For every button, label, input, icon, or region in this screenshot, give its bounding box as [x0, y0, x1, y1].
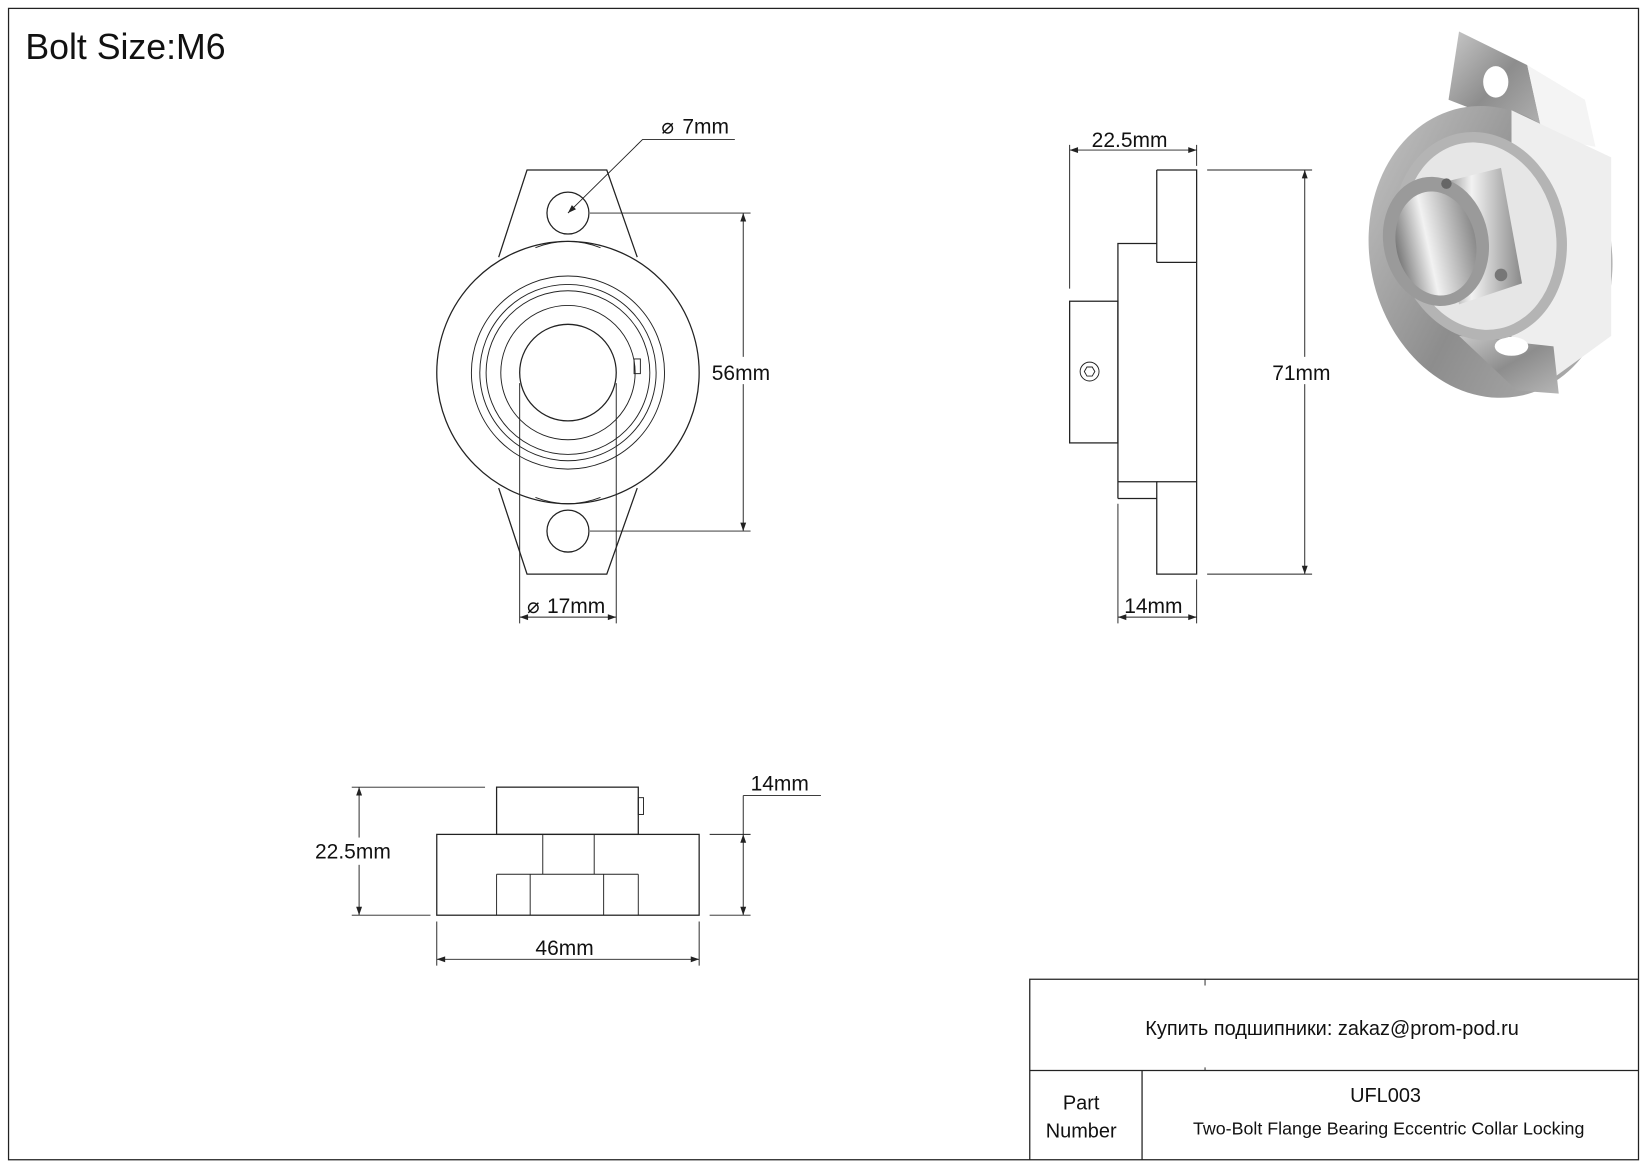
part-label-line2: Number: [1046, 1121, 1117, 1143]
contact-text: Купить подшипники: zakaz@prom-pod.ru: [1145, 1018, 1519, 1040]
collar: [495, 786, 639, 836]
part-number: UFL003: [1350, 1085, 1421, 1107]
isometric-render: [1368, 31, 1613, 398]
bottom-flange-dimension: 14mm: [751, 772, 809, 795]
top-ear-outline: [498, 169, 638, 258]
flange-outline: [436, 240, 700, 505]
side-width-dimension: 22.5mm: [1092, 129, 1168, 152]
part-label-line1: Part: [1063, 1092, 1100, 1114]
bottom-width-dimension: 22.5mm: [315, 841, 391, 864]
bolt-spacing-dimension: 56mm: [712, 362, 770, 385]
set-screw: [633, 358, 641, 375]
collar: [1069, 300, 1119, 444]
side-view: 22.5mm 71mm 14mm: [1069, 129, 1340, 624]
hole-diameter-symbol: ⌀: [661, 115, 674, 138]
bolt-hole-top: [546, 191, 590, 235]
base: [436, 833, 700, 916]
bolt-size-label: Bolt Size:M6: [25, 27, 225, 67]
side-flange-dimension: 14mm: [1124, 595, 1182, 618]
sheet-border: [7, 7, 1640, 1161]
set-screw-head: [1079, 361, 1100, 382]
bottom-view: 22.5mm 14mm 46mm: [312, 772, 821, 966]
title-block: Купить подшипники: zakaz@prom-pod.ru Par…: [1029, 978, 1639, 1160]
bore-diameter-symbol: ⌀: [527, 595, 540, 618]
part-description: Two-Bolt Flange Bearing Eccentric Collar…: [1193, 1119, 1584, 1139]
hole-diameter-dimension: 7mm: [682, 115, 729, 138]
base-length-dimension: 46mm: [535, 937, 593, 960]
bore-circle: [519, 323, 617, 422]
side-height-dimension: 71mm: [1272, 362, 1330, 385]
front-view: ⌀ 7mm 56mm ⌀ 17mm: [436, 115, 779, 624]
bore-diameter-dimension: 17mm: [547, 595, 605, 618]
bolt-hole-bottom: [546, 509, 590, 553]
